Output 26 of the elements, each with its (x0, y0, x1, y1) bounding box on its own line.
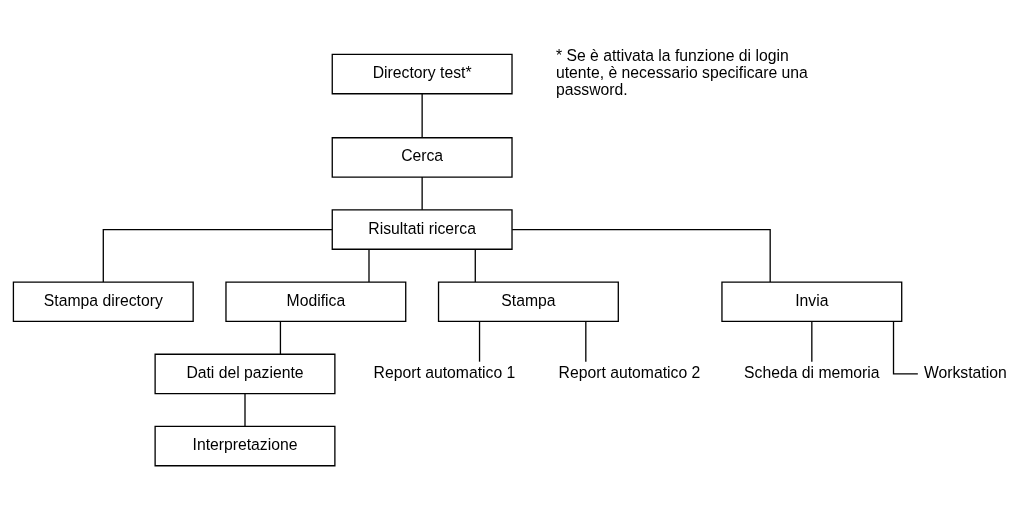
connector (585, 320, 587, 363)
connector (244, 392, 246, 428)
connector (811, 320, 813, 363)
node-box: Cerca (331, 137, 513, 178)
node-box: Dati del paziente (154, 353, 336, 395)
node-box: Stampa (437, 281, 619, 323)
label: * Se è attivata la funzione di login utente, è necessario specificare una password. (555, 47, 808, 99)
node-box: Stampa directory (12, 281, 194, 323)
node-box: Risultati ricerca (331, 209, 513, 250)
connector (474, 248, 476, 283)
node-text: Scheda di memoria (744, 363, 880, 381)
node-box: Interpretazione (154, 425, 336, 467)
node-box: Modifica (225, 281, 407, 323)
node-text: Workstation (923, 363, 1007, 381)
connector (511, 228, 771, 283)
connector (421, 93, 423, 138)
node-text: Report automatico 1 (373, 363, 516, 381)
connector (892, 320, 919, 375)
connector (421, 176, 423, 211)
connector (279, 320, 282, 355)
connector (478, 320, 481, 363)
node-box: Directory test* (331, 53, 513, 95)
connector (368, 248, 370, 283)
node-text: Report automatico 2 (558, 363, 701, 381)
node-box: Invia (721, 281, 903, 323)
connector (102, 228, 333, 283)
